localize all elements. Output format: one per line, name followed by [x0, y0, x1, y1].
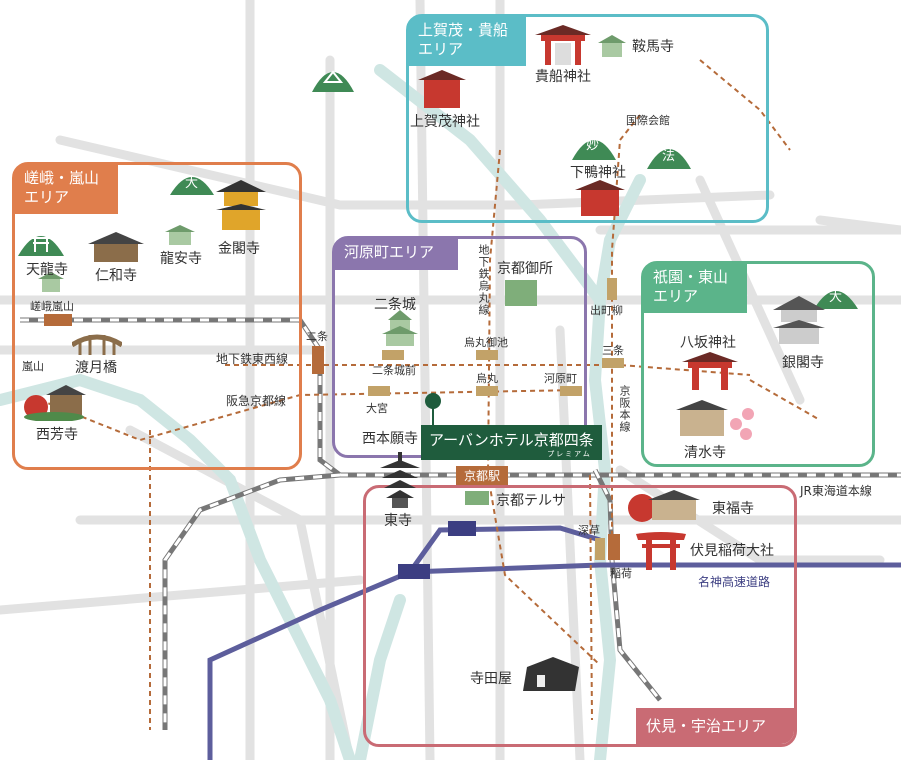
kifune-shrine-icon	[535, 25, 591, 65]
kinkakuji-icon	[216, 180, 266, 230]
area-sagano-arashiyama	[12, 162, 302, 470]
station-marker-inari	[608, 534, 620, 560]
yasaka-shrine-icon	[682, 352, 738, 390]
station-marker-sanjo	[602, 358, 624, 368]
line-label-karasuma: 地下鉄烏丸線	[477, 244, 490, 316]
station-label-nijo: 二条	[306, 330, 328, 343]
toji-pagoda-icon	[380, 452, 420, 508]
ninnaji-icon	[88, 232, 144, 262]
temple-icon	[38, 272, 64, 292]
label-kokusai: 国際会館	[626, 114, 670, 127]
label-teradaya: 寺田屋	[470, 671, 512, 687]
hotel-pin-icon	[425, 393, 441, 426]
area-label-fushimi-uji: 伏見・宇治エリア	[636, 708, 794, 744]
label-saiho: 西芳寺	[36, 427, 78, 443]
label-ninna: 仁和寺	[95, 268, 137, 284]
area-kamigamo-kibune	[406, 14, 769, 223]
station-marker-karasuma	[476, 386, 498, 396]
line-label-tozai: 地下鉄東西線	[216, 352, 289, 366]
station-label-kawaramachi: 河原町	[544, 372, 577, 385]
hotel-sub: プレミアム	[547, 450, 592, 458]
station-marker-nijojomae	[382, 350, 404, 360]
label-shimogamo: 下鴨神社	[570, 165, 626, 181]
mountain-icon	[170, 177, 214, 195]
station-label-demachi: 出町柳	[590, 304, 623, 317]
area-gion-higashiyama	[641, 261, 875, 467]
teradaya-icon	[523, 657, 579, 691]
station-label-inari: 稲荷	[610, 567, 632, 580]
station-marker-demachi	[607, 278, 617, 300]
station-marker-karasuma-oike	[476, 350, 498, 360]
station-label-arashiyama: 嵐山	[22, 360, 44, 373]
label-gosho: 京都御所	[497, 261, 553, 277]
label-yasaka: 八坂神社	[680, 335, 736, 351]
station-marker-omiya	[368, 386, 390, 396]
kamigamo-shrine-icon	[418, 70, 466, 108]
area-label-gion-higashiyama: 祇園・東山 エリア	[643, 263, 747, 313]
label-kurama: 鞍馬寺	[632, 39, 674, 55]
highway-junction-east	[448, 521, 476, 536]
line-label-keihan: 京阪本線	[618, 385, 631, 433]
station-label-karasuma-oike: 烏丸御池	[464, 336, 508, 349]
saihoji-icon	[24, 385, 86, 421]
mountain-icon	[572, 140, 616, 160]
mountain-char-dai-west: 大	[185, 176, 199, 191]
label-nishihongan: 西本願寺	[362, 431, 418, 447]
terusa-building-icon	[465, 491, 489, 505]
label-terusa: 京都テルサ	[496, 493, 566, 509]
hotel-name: アーバンホテル京都四条	[429, 431, 594, 449]
label-ginkaku: 銀閣寺	[782, 355, 824, 371]
label-tofuku: 東福寺	[712, 501, 754, 517]
station-label-saga: 嵯峨嵐山	[30, 300, 74, 313]
station-label-fukakusa: 深草	[578, 524, 600, 537]
station-label-omiya: 大宮	[366, 402, 388, 415]
label-togetsu: 渡月橋	[75, 360, 117, 376]
togetsukyo-bridge-icon	[72, 334, 122, 355]
label-kifune: 貴船神社	[535, 69, 591, 85]
gosho-block	[505, 280, 537, 306]
ginkakuji-icon	[773, 296, 825, 344]
shimogamo-shrine-icon	[575, 180, 625, 216]
label-fushimi-inari: 伏見稲荷大社	[690, 543, 774, 559]
label-kamigamo: 上賀茂神社	[410, 114, 480, 130]
kiyomizu-temple-icon	[676, 400, 754, 440]
label-toji: 東寺	[384, 513, 412, 529]
highway-junction-west	[398, 564, 430, 579]
kurama-temple-icon	[598, 35, 626, 57]
mountain-icon	[814, 291, 858, 309]
station-label-karasuma: 烏丸	[476, 372, 498, 385]
mountain-char-ho: 法	[662, 149, 676, 164]
label-kinkaku: 金閣寺	[218, 241, 260, 257]
area-label-kamigamo-kibune: 上賀茂・貴船 エリア	[408, 16, 526, 66]
station-marker-fukakusa	[595, 538, 605, 560]
mountain-char-myo: 妙	[586, 138, 600, 153]
ryoanji-icon	[165, 225, 195, 245]
tenryuji-mountain-icon	[18, 236, 64, 256]
line-label-hankyu: 阪急京都線	[226, 394, 287, 408]
line-label-meishin: 名神高速道路	[698, 575, 771, 589]
area-fushimi-uji	[363, 485, 797, 747]
label-ryoan: 龍安寺	[160, 251, 202, 267]
station-marker-saga	[44, 314, 72, 326]
area-label-sagano-arashiyama: 嵯峨・嵐山 エリア	[14, 164, 118, 214]
mountain-icon	[312, 70, 354, 92]
tofukuji-icon	[628, 490, 700, 522]
station-marker-kawaramachi	[560, 386, 582, 396]
nijo-castle-icon	[382, 310, 418, 346]
line-label-jr: JR東海道本線	[800, 484, 872, 498]
hotel-label: アーバンホテル京都四条 プレミアム	[421, 425, 602, 460]
kyoto-station-label: 京都駅	[456, 466, 509, 485]
mountain-icon	[647, 149, 691, 169]
label-tenryu: 天龍寺	[26, 262, 68, 278]
mountain-char-dai-east: 大	[829, 290, 843, 305]
label-nijo-castle: 二条城	[374, 297, 416, 313]
label-kiyomizu: 清水寺	[684, 445, 726, 461]
station-label-sanjo: 三条	[602, 344, 624, 357]
fushimi-inari-torii-icon	[636, 532, 686, 570]
station-marker-nijo	[312, 346, 324, 374]
station-label-nijojomae: 二条城前	[372, 364, 416, 377]
area-label-kawaramachi: 河原町エリア	[334, 238, 458, 270]
